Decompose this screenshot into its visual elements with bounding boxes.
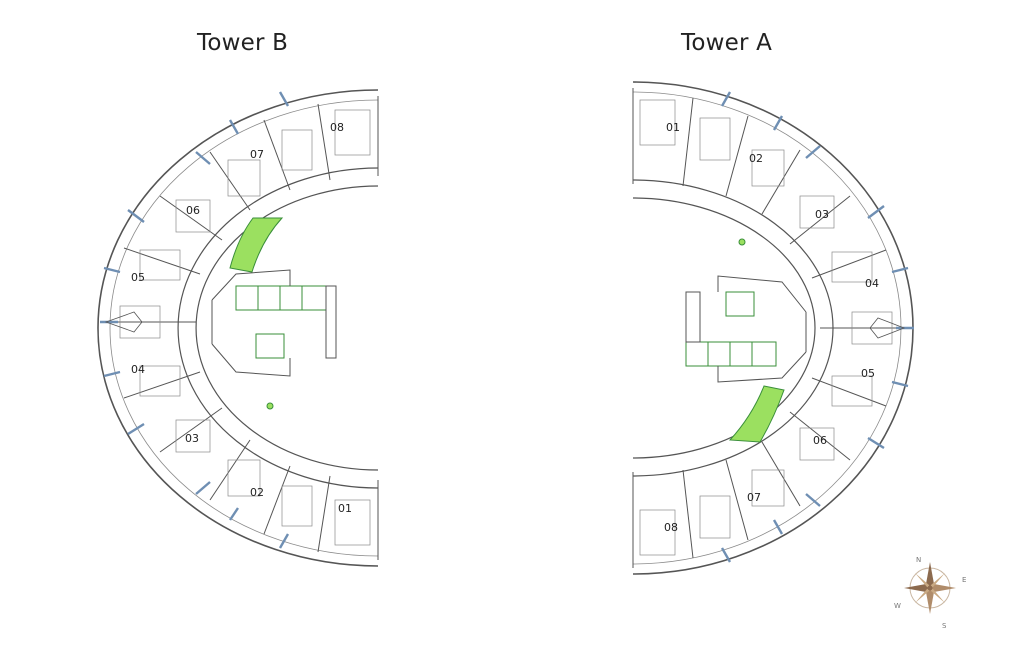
tower-a-unit-02-label: 02 — [749, 152, 763, 165]
compass-s-label: S — [942, 622, 947, 630]
tower-b-rooms — [119, 109, 371, 546]
tower-a-unit-01-label: 01 — [666, 121, 680, 134]
tower-a-green-space — [728, 385, 785, 443]
tower-a-corridor-outer — [632, 179, 834, 477]
tower-a-rooms — [639, 99, 893, 556]
compass-e-label: E — [962, 576, 966, 584]
tower-b-unit-03-label: 03 — [185, 432, 199, 445]
tower-b-unit-05-label: 05 — [131, 271, 145, 284]
tower-b-corridor-inner — [195, 185, 379, 471]
tower-a-unit-04-label: 04 — [865, 277, 879, 290]
tower-b-stair-node — [104, 311, 143, 333]
tower-b-unit-04-label: 04 — [131, 363, 145, 376]
tower-a-unit-05-label: 05 — [861, 367, 875, 380]
tower-b-unit-06-label: 06 — [186, 204, 200, 217]
tower-b-unit-08-label: 08 — [330, 121, 344, 134]
tower-a-unit-06-label: 06 — [813, 434, 827, 447]
tower-a-stair-node — [869, 317, 906, 339]
tower-a-partitions — [632, 88, 904, 568]
tower-a-core — [685, 275, 807, 383]
tower-b-core — [211, 269, 337, 377]
tower-b-tree-dot — [266, 402, 274, 410]
tower-b-outer-wall-2 — [109, 99, 379, 557]
tower-b-glazing — [100, 91, 290, 549]
tower-a-unit-08-label: 08 — [664, 521, 678, 534]
tower-b-partitions — [106, 96, 379, 560]
tower-a-plan — [632, 81, 914, 575]
tower-b-title: Tower B — [197, 30, 289, 56]
tower-a-corridor-inner — [632, 197, 816, 459]
tower-b-unit-02-label: 02 — [250, 486, 264, 499]
tower-a-title: Tower A — [681, 30, 773, 56]
tower-a-glazing — [720, 91, 914, 563]
tower-a-tree-dot — [738, 238, 746, 246]
compass-w-label: W — [894, 602, 901, 610]
compass-rose-icon: N E S W — [894, 556, 966, 630]
tower-b-unit-07-label: 07 — [250, 148, 264, 161]
tower-b-outer-wall — [97, 89, 379, 567]
tower-b-plan — [97, 89, 379, 567]
tower-b-corridor-outer — [177, 167, 379, 489]
compass-n-label: N — [916, 556, 921, 564]
tower-a-unit-03-label: 03 — [815, 208, 829, 221]
tower-b-green-space — [229, 217, 284, 273]
tower-a-unit-07-label: 07 — [747, 491, 761, 504]
tower-b-unit-01-label: 01 — [338, 502, 352, 515]
